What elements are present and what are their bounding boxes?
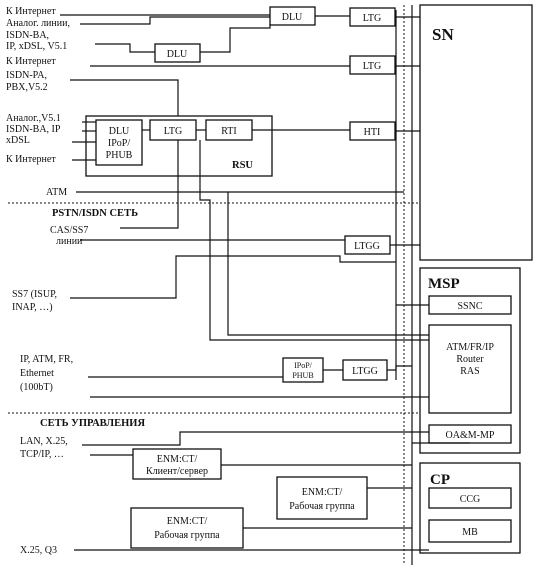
rsu-label: RSU — [232, 160, 253, 171]
enm-wg1-label-2: Рабочая группа — [289, 501, 355, 512]
isdnba1-to-dlu-mid — [95, 43, 155, 53]
ssnc-label: SSNC — [457, 301, 482, 312]
rsu-dlu-label-3: PHUB — [106, 150, 133, 161]
label-ethernet-speed: (100bT) — [20, 382, 53, 393]
enm-wg2-label-2: Рабочая группа — [154, 530, 220, 541]
ltg-down-line — [120, 140, 179, 229]
oam-label: OA&M-MP — [446, 430, 495, 441]
label-isdn-ba-ip: ISDN-BA, IP — [6, 124, 61, 135]
router-block — [428, 324, 512, 414]
lan-line — [82, 431, 429, 446]
rsu-dlu-label-1: DLU — [109, 126, 130, 137]
label-ip-atm-fr: IP, ATM, FR, — [20, 354, 73, 365]
router-label-3: RAS — [460, 366, 479, 377]
ipop-phub-label-1: IPoP/ — [294, 361, 313, 370]
ltgg2-to-bus — [387, 365, 412, 371]
dlu-top-label: DLU — [282, 12, 303, 23]
ss7-line — [70, 255, 396, 299]
label-pbx-v52: PBX,V5.2 — [6, 82, 48, 93]
ipop-phub-label-2: PHUB — [292, 371, 313, 380]
label-x25-q3: X.25, Q3 — [20, 545, 57, 556]
sn-label: SN — [432, 25, 454, 44]
dlu-mid-label: DLU — [167, 49, 188, 60]
label-pstn-isdn-section: PSTN/ISDN СЕТЬ — [52, 208, 138, 219]
label-analog-v51: Аналог.,V5.1 — [6, 113, 61, 124]
label-internet-2: К Интернет — [6, 56, 56, 67]
msp-label: MSP — [428, 276, 460, 292]
rsu-to-router-line — [199, 140, 429, 341]
ltg-top-label: LTG — [363, 13, 382, 24]
label-internet-3: К Интернет — [6, 154, 56, 165]
enm-client-block — [132, 448, 222, 480]
label-lines: линии — [56, 236, 83, 247]
ltgg-2-label: LTGG — [352, 366, 378, 377]
label-cas-ss7: CAS/SS7 — [50, 225, 88, 236]
label-ss7-isup: SS7 (ISUP, — [12, 289, 57, 300]
enm-client-label-1: ENM:CT/ — [157, 454, 198, 465]
rsu-dlu-block — [95, 119, 143, 166]
rsu-dlu-label-2: IPoP/ — [108, 138, 130, 149]
label-lan-x25: LAN, X.25, — [20, 436, 68, 447]
rsu-rti-label: RTI — [221, 126, 237, 137]
ltgg-1-label: LTGG — [354, 241, 380, 252]
cp-label: CP — [430, 472, 450, 488]
router-label-2: Router — [456, 354, 484, 365]
ccg-label: CCG — [460, 494, 481, 505]
rsu-ltg-label: LTG — [164, 126, 183, 137]
label-analog-1: Аналог. линии, — [6, 18, 70, 29]
enm-wg2-label-1: ENM:CT/ — [167, 516, 208, 527]
label-internet-1: К Интернет — [6, 6, 56, 17]
enm-wg1-label-1: ENM:CT/ — [302, 487, 343, 498]
ltg-mid-block — [349, 55, 396, 75]
ltg-mid-label: LTG — [363, 61, 382, 72]
label-tcpip: TCP/IP, … — [20, 449, 64, 460]
dlu-mid-up — [200, 24, 271, 53]
atm-to-router-line — [227, 192, 429, 336]
label-ip-xdsl-v51: IP, xDSL, V5.1 — [6, 41, 67, 52]
enm-wg1-block — [276, 476, 368, 520]
ccg-block — [428, 487, 512, 509]
mb-label: MB — [462, 527, 478, 538]
mb-block — [428, 519, 512, 543]
label-mgmt-section: СЕТЬ УПРАВЛЕНИЯ — [40, 418, 145, 429]
label-isdn-pa: ISDN-PA, — [6, 70, 47, 81]
enm-wg2-block — [130, 507, 244, 549]
label-ethernet: Ethernet — [20, 368, 54, 379]
label-isdn-ba-1: ISDN-BA, — [6, 30, 49, 41]
label-atm: ATM — [46, 187, 67, 198]
label-inap: INAP, …) — [12, 302, 53, 313]
router-label-1: ATM/FR/IP — [446, 342, 494, 353]
ipop-phub-block — [282, 357, 324, 383]
isdnpa-line — [70, 79, 179, 120]
label-xdsl: xDSL — [6, 135, 30, 146]
dlu-mid-block — [154, 43, 201, 63]
hti-label: HTI — [364, 127, 381, 138]
enm-client-label-2: Клиент/сервер — [146, 466, 208, 477]
sn-block — [419, 4, 533, 261]
analog1-line — [80, 16, 270, 25]
